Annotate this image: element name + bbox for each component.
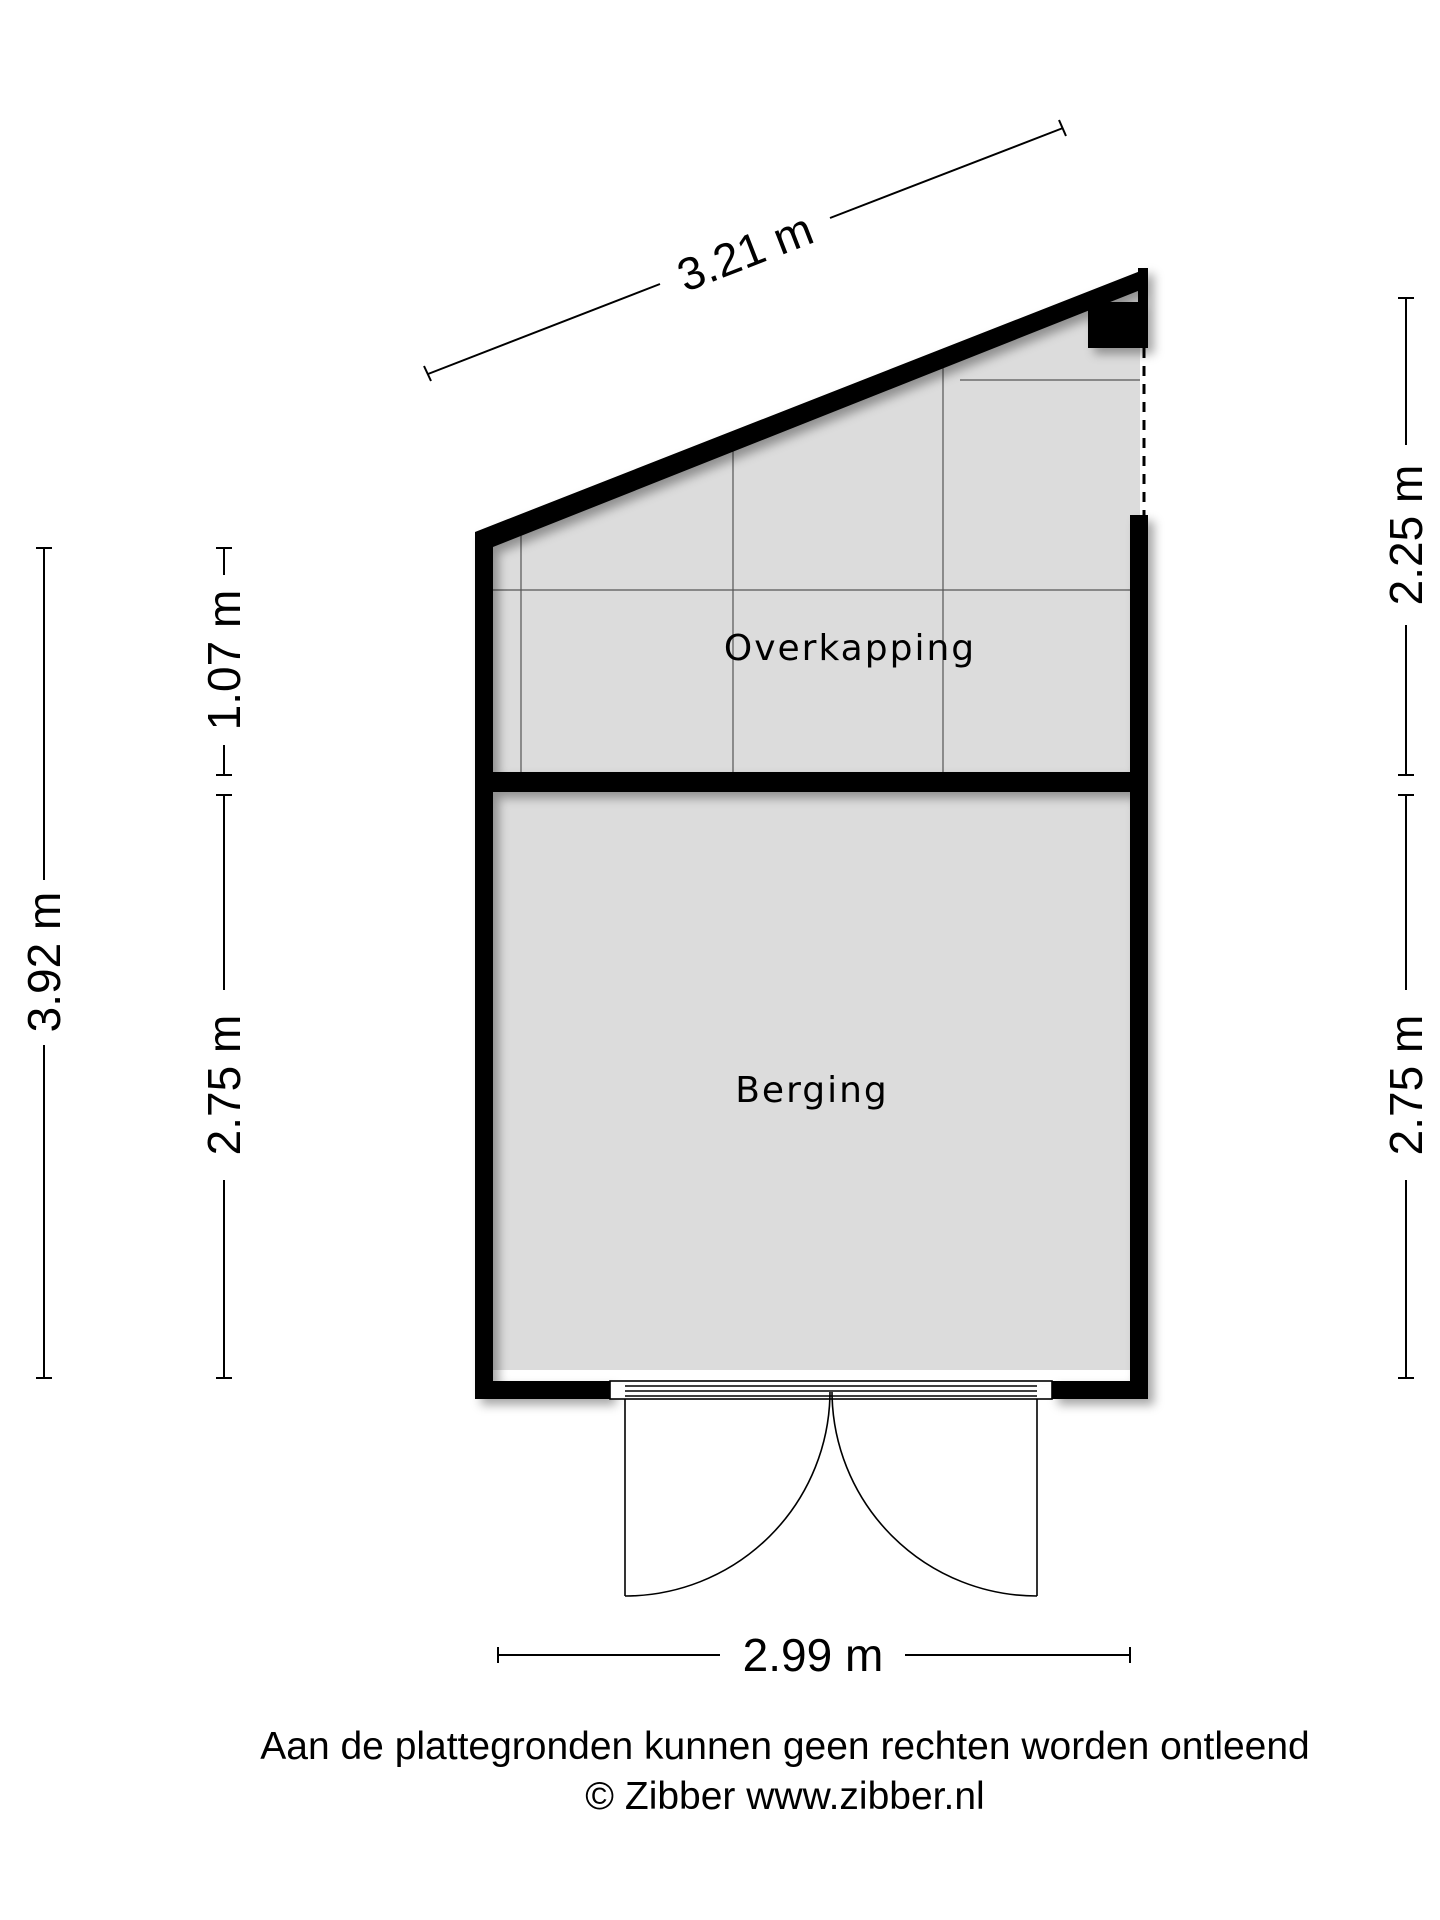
wall-bottom-right bbox=[1052, 1381, 1148, 1399]
disclaimer-text: Aan de plattegronden kunnen geen rechten… bbox=[260, 1725, 1310, 1768]
dim-right-lower: 2.75 m bbox=[1380, 1015, 1432, 1156]
wall-sloped-top bbox=[475, 268, 1148, 552]
wall-right-stub-top bbox=[1138, 268, 1148, 348]
tile-grid bbox=[493, 366, 1140, 772]
room-label-overkapping: Overkapping bbox=[724, 628, 976, 669]
wall-left bbox=[475, 532, 493, 1399]
floor-areas bbox=[493, 285, 1140, 1370]
berging-floor bbox=[493, 792, 1131, 1370]
dim-left-lower: 2.75 m bbox=[198, 1015, 250, 1156]
wall-bottom-left bbox=[475, 1381, 610, 1399]
dimension-lines bbox=[36, 119, 1414, 1663]
copyright-text: © Zibber www.zibber.nl bbox=[585, 1775, 985, 1818]
double-door bbox=[609, 1380, 1053, 1597]
overkapping-floor bbox=[493, 285, 1140, 772]
dim-top-diagonal: 3.21 m bbox=[670, 202, 820, 301]
dim-left-total: 3.92 m bbox=[18, 892, 70, 1033]
wall-divider bbox=[475, 772, 1148, 792]
room-label-berging: Berging bbox=[735, 1070, 889, 1111]
dim-bottom-width: 2.99 m bbox=[743, 1629, 884, 1681]
dim-left-upper: 1.07 m bbox=[198, 590, 250, 731]
walls bbox=[475, 268, 1148, 1399]
wall-right bbox=[1130, 515, 1148, 1399]
dim-right-upper: 2.25 m bbox=[1380, 465, 1432, 606]
